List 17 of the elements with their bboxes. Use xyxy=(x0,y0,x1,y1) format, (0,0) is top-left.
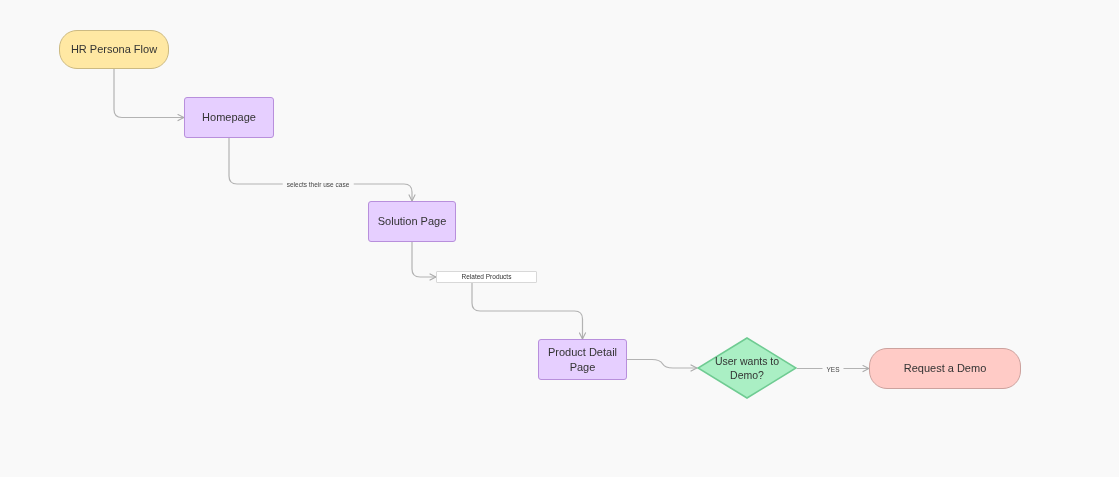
process-box xyxy=(368,201,456,242)
node-label: User wants to Demo? xyxy=(713,353,781,383)
process-box xyxy=(538,339,627,380)
connector-arrow xyxy=(113,68,185,122)
connector-arrow xyxy=(471,282,587,340)
node-label: Request a Demo xyxy=(903,361,987,376)
connector-arrow xyxy=(411,241,437,281)
decision-diamond xyxy=(697,337,797,399)
node-label: Solution Page xyxy=(377,214,447,229)
process-box xyxy=(184,97,274,138)
node-label: Product Detail Page xyxy=(546,344,619,375)
connector-arrow xyxy=(626,358,698,372)
terminal-pill xyxy=(869,348,1021,389)
node-label: Homepage xyxy=(202,110,256,125)
terminal-pill xyxy=(59,30,169,69)
node-label: HR Persona Flow xyxy=(70,42,158,57)
note-box xyxy=(436,271,537,283)
